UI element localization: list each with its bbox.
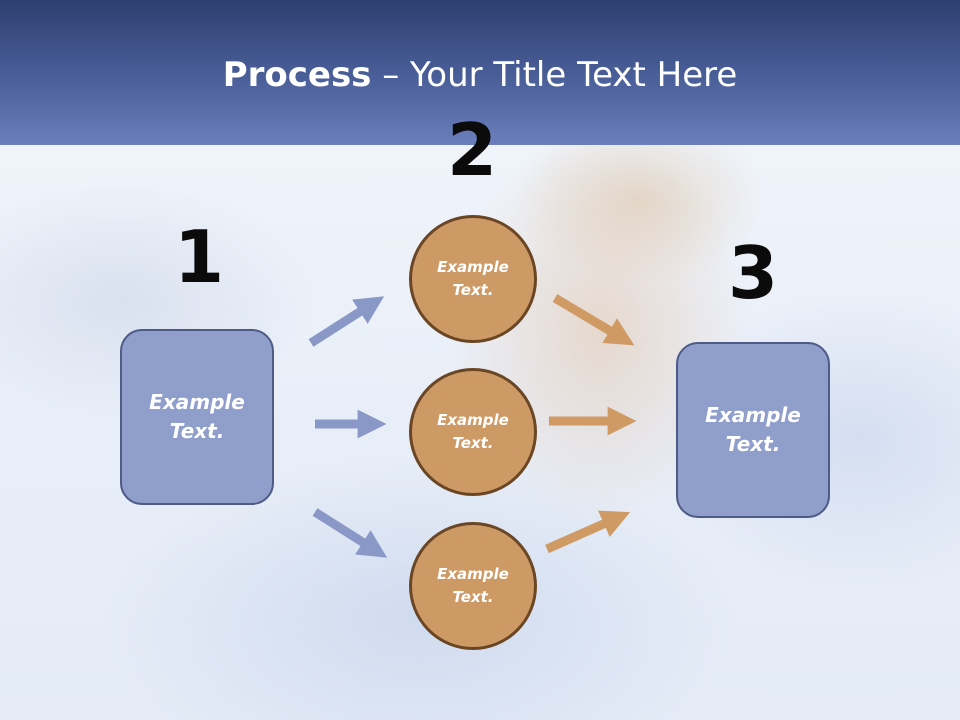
arrow-1-to-2-bottom [312, 508, 388, 558]
step-3-text: Example Text. [705, 403, 801, 456]
title-bar: Process – Your Title Text Here [0, 0, 960, 145]
arrow-1-to-2-top [308, 296, 385, 347]
arrow-2-top-to-3 [552, 294, 635, 346]
step-number-3: 3 [727, 231, 779, 315]
step-1-text: Example Text. [149, 390, 245, 443]
title-bold: Process [222, 55, 372, 95]
step-1-box: Example Text. [120, 329, 274, 505]
slide-title: Process – Your Title Text Here [0, 52, 960, 98]
step-number-1: 1 [173, 215, 225, 299]
step-3-box: Example Text. [676, 342, 830, 518]
step-2-circle-bottom: Example Text. [409, 522, 537, 650]
step-2-circle-top-text: Example Text. [437, 258, 509, 299]
step-2-circle-bottom-text: Example Text. [437, 565, 509, 606]
step-number-2: 2 [446, 108, 498, 192]
title-rest: – Your Title Text Here [371, 55, 738, 95]
step-2-circle-middle-text: Example Text. [437, 411, 509, 452]
arrow-2-bottom-to-3 [545, 510, 631, 554]
step-2-circle-middle: Example Text. [409, 368, 537, 496]
step-2-circle-top: Example Text. [409, 215, 537, 343]
